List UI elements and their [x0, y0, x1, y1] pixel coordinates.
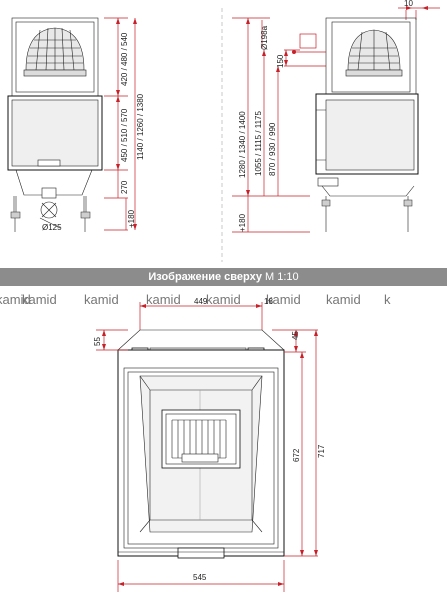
watermark-text: k: [384, 292, 391, 307]
front-mid-dims: 450 / 510 / 570: [120, 108, 129, 162]
side-flue-height: 150: [276, 54, 285, 68]
top-right-small: 18: [264, 297, 273, 306]
front-flue-dim: Ø125: [42, 223, 62, 232]
top-width: 449: [194, 297, 208, 306]
side-foot-dim: +180: [238, 213, 247, 232]
top-view: 449 18 55: [93, 297, 326, 592]
top-left-depth: 55: [93, 337, 102, 346]
watermark-text: kamid: [326, 292, 361, 307]
watermark-text: kamid: [146, 292, 181, 307]
watermark-row: kamid kamid kamid kamid kamid kamid kami…: [0, 292, 391, 307]
side-total-dims: 1280 / 1340 / 1400: [238, 111, 247, 178]
side-low-dims: 870 / 930 / 990: [268, 122, 277, 176]
watermark-text: kamid: [206, 292, 241, 307]
front-total-dims: 1140 / 1260 / 1380: [136, 93, 145, 160]
section-banner: [0, 268, 447, 286]
banner-scale: M 1:10: [265, 271, 299, 283]
top-right-depth: 45: [291, 331, 300, 340]
watermark-text: kamid: [266, 292, 301, 307]
side-top-offset: 10: [404, 0, 413, 8]
watermark-text: kamid: [22, 292, 57, 307]
front-top-dims: 420 / 480 / 540: [120, 32, 129, 86]
side-view: 10 Ø198a 150: [232, 0, 440, 233]
watermark-text: kamid: [0, 292, 31, 307]
front-foot-dim: +180: [127, 209, 136, 228]
side-flue-dia: Ø198a: [260, 25, 269, 50]
watermark-text: kamid: [84, 292, 119, 307]
top-total-depth: 717: [317, 444, 326, 458]
banner-title-bold: Изображение сверху: [148, 271, 262, 283]
front-view: 420 / 480 / 540 450 / 510 / 570 1140 / 1…: [7, 17, 145, 232]
side-mid-dims: 1055 / 1115 / 1175: [254, 111, 263, 176]
top-inner-depth: 672: [292, 448, 301, 462]
section-banner-title: Изображение сверху M 1:10: [0, 269, 447, 285]
front-leg-dim: 270: [120, 180, 129, 194]
top-bottom-width: 545: [193, 573, 207, 582]
